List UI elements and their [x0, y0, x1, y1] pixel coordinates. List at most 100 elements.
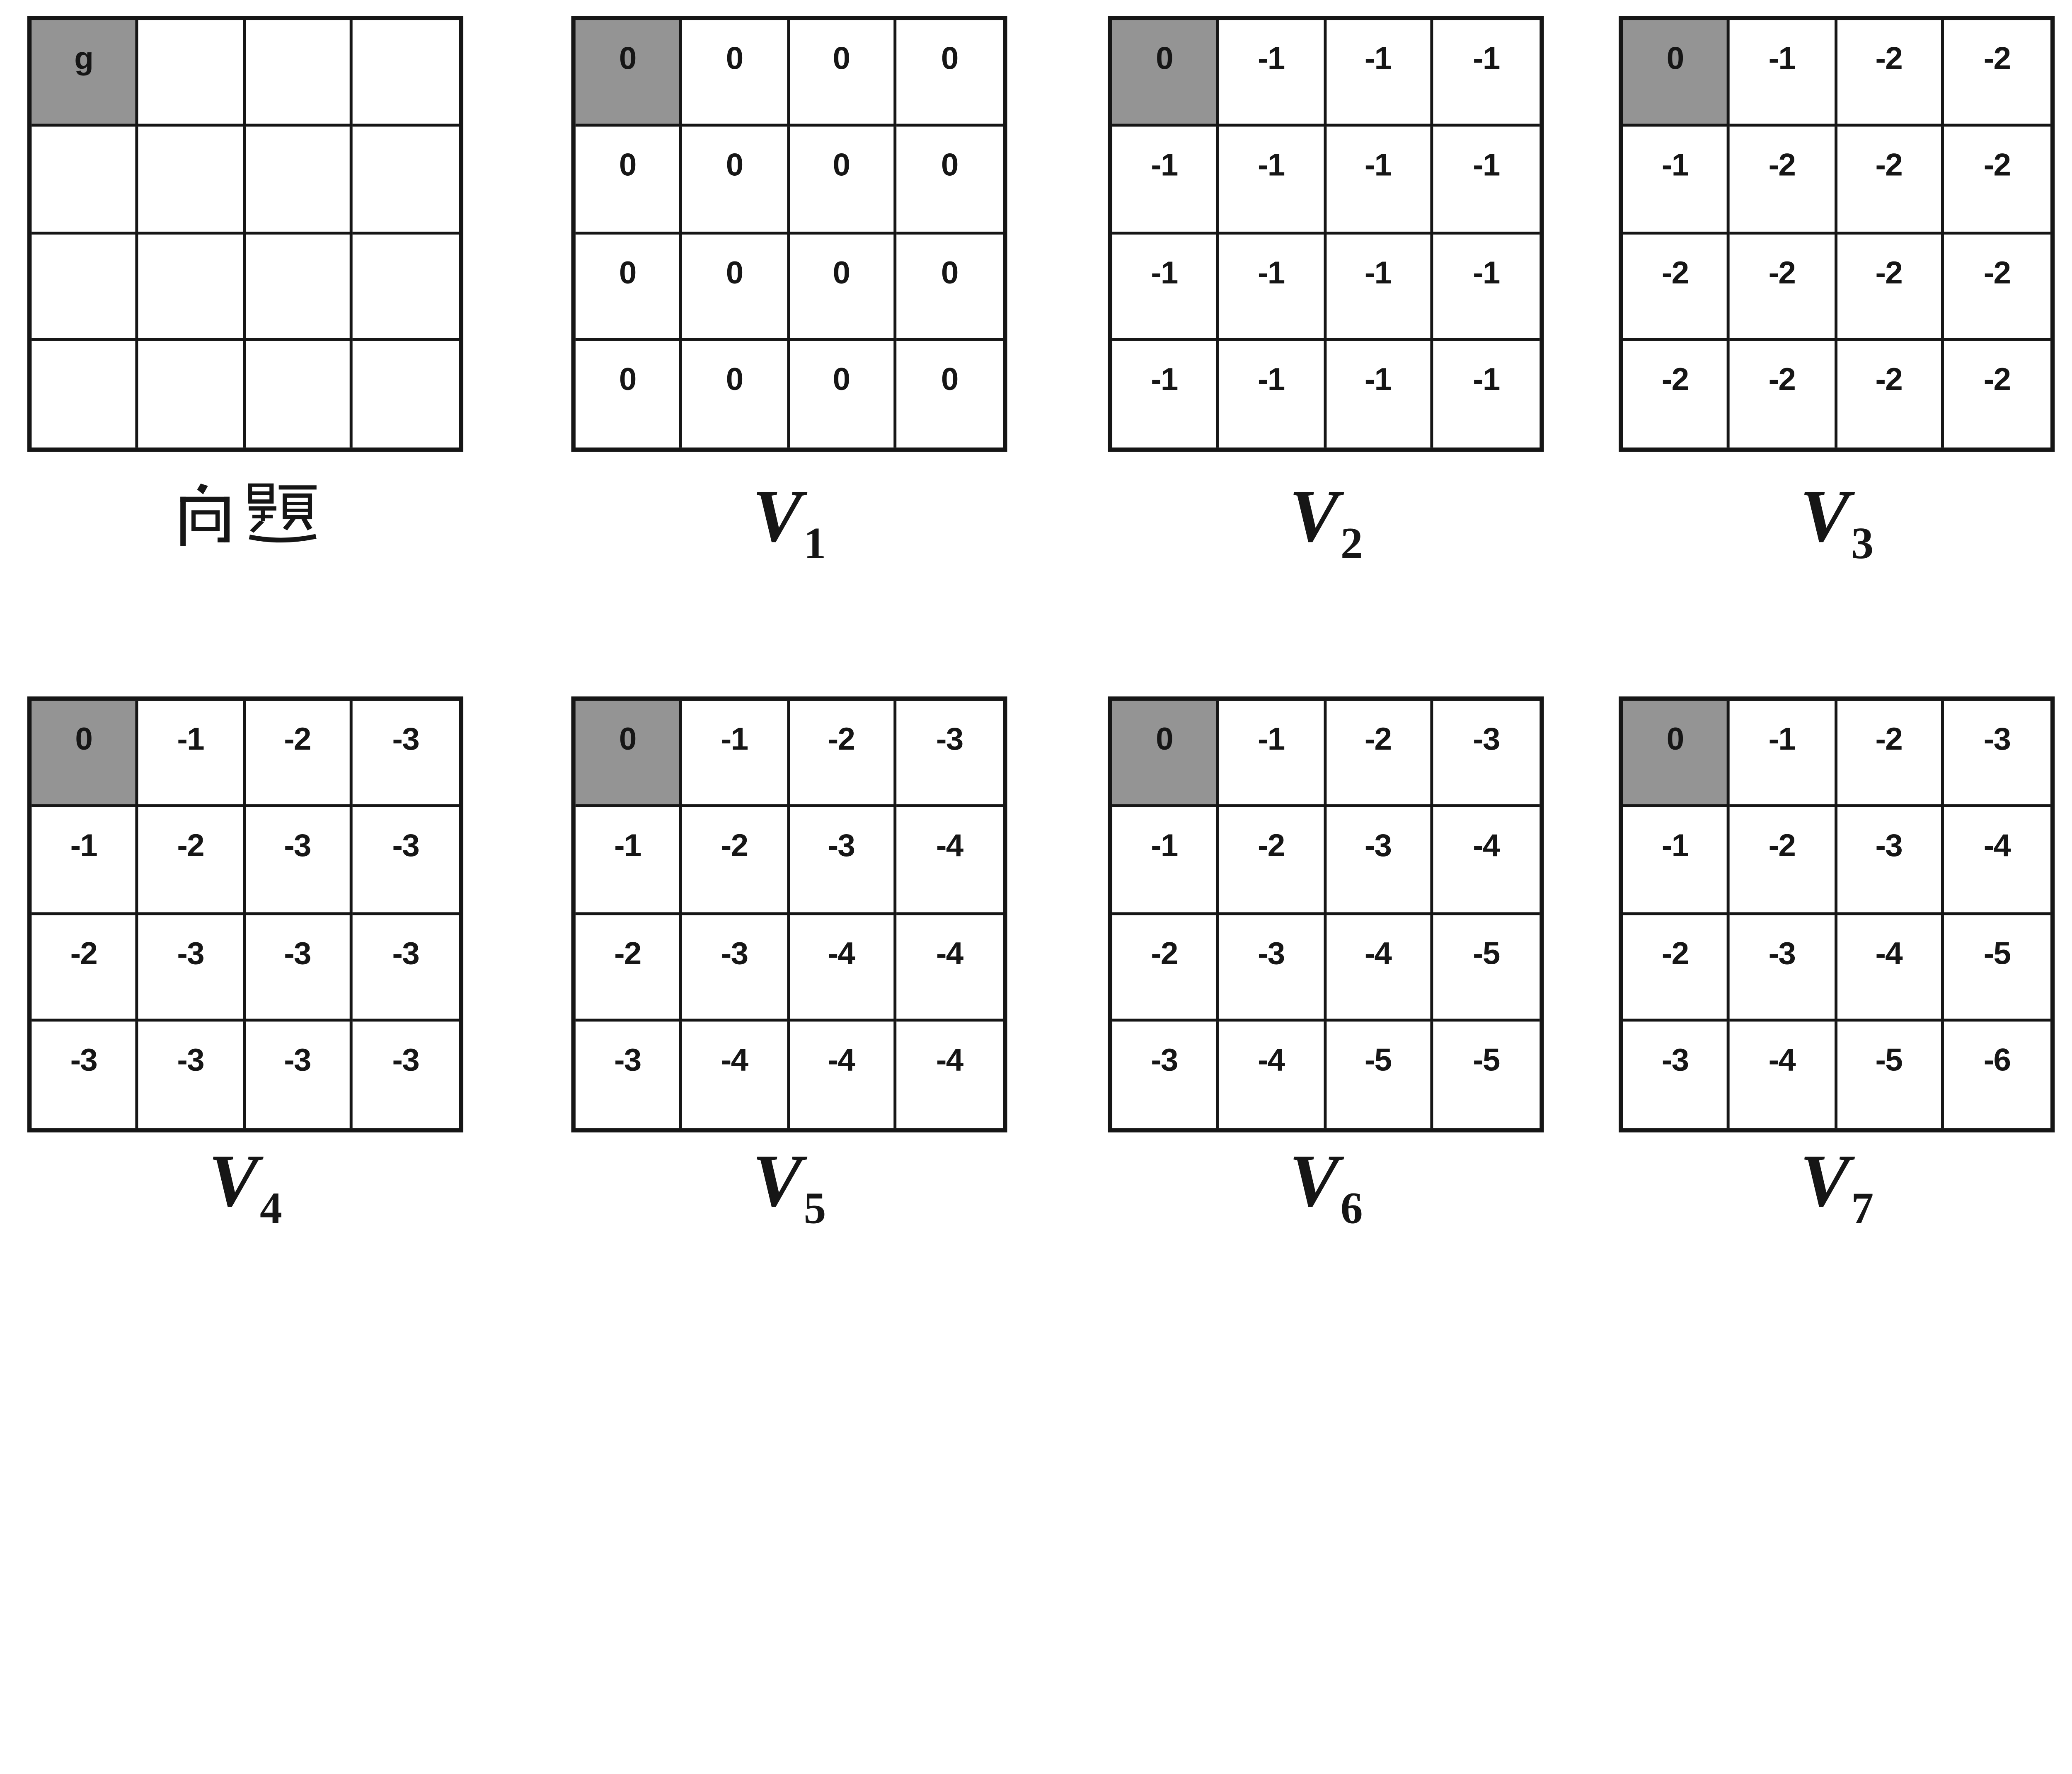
- grid-cell: -4: [789, 1021, 896, 1128]
- grid-cell: -4: [1944, 808, 2050, 915]
- grid-cell: -2: [1837, 700, 1944, 808]
- panel-caption: 问题: [175, 481, 316, 567]
- grid-cell: -1: [31, 807, 139, 915]
- caption-symbol: V: [1800, 476, 1850, 559]
- grid-cell: -1: [1112, 234, 1219, 341]
- grid-cell: -1: [1219, 341, 1326, 448]
- gridworld-grid: 0-1-2-3-1-2-3-4-2-3-4-5-3-4-5-5: [1108, 696, 1544, 1133]
- caption-symbol: V: [752, 1141, 803, 1223]
- grid-cell: [245, 20, 352, 127]
- grid-cell: [138, 341, 246, 448]
- grid-cell: -4: [1730, 1021, 1837, 1128]
- grid-cell: 0: [575, 234, 683, 341]
- goal-cell: 0: [31, 700, 139, 808]
- grid-cell: [31, 234, 139, 341]
- grid-cell: -2: [1730, 341, 1837, 448]
- grid-cell: -2: [1944, 127, 2050, 234]
- grid-cell: -2: [1944, 234, 2050, 341]
- grid-cell: [245, 127, 352, 234]
- grid-cell: [138, 234, 246, 341]
- grid-cell: 0: [576, 341, 683, 448]
- grid-cell: -3: [352, 915, 459, 1021]
- grid-panel-v4: 0-1-2-3-1-2-3-3-2-3-3-3-3-3-3-3 V 4: [27, 696, 464, 1232]
- grid-cell: [138, 127, 246, 234]
- grid-cell: -3: [1112, 1021, 1219, 1128]
- grid-panel-v3: 0-1-2-2-1-2-2-2-2-2-2-2-2-2-2-2 V 3: [1619, 16, 2055, 567]
- grid-cell: -2: [1623, 341, 1730, 448]
- grid-cell: 0: [789, 234, 896, 341]
- grid-cell: -4: [1326, 914, 1433, 1021]
- grid-cell: -4: [1837, 914, 1944, 1021]
- grid-cell: [352, 341, 459, 448]
- grid-panel-v7: 0-1-2-3-1-2-3-4-2-3-4-5-3-4-5-6 V 7: [1619, 696, 2055, 1232]
- grid-cell: -1: [1112, 341, 1219, 448]
- grid-cell: -1: [1326, 234, 1433, 341]
- grid-cell: -1: [1433, 127, 1540, 234]
- goal-cell: g: [31, 20, 139, 127]
- caption-symbol: V: [208, 1141, 259, 1223]
- grid-cell: 0: [682, 127, 789, 234]
- grid-cell: -3: [1730, 914, 1837, 1021]
- grid-cell: [352, 127, 459, 234]
- grid-cell: -2: [31, 914, 139, 1021]
- grid-cell: -3: [576, 1021, 683, 1128]
- grid-cell: 0: [789, 20, 896, 127]
- grid-cell: [352, 234, 459, 341]
- grid-cell: -4: [896, 915, 1003, 1021]
- grid-cell: -3: [245, 914, 352, 1021]
- grid-cell: 0: [789, 127, 896, 234]
- grid-cell: 0: [789, 341, 896, 448]
- wenti-caption-glyph: [179, 483, 316, 546]
- grid-cell: [31, 341, 139, 448]
- grid-cell: -3: [1326, 807, 1433, 915]
- grid-cell: -1: [1730, 700, 1837, 808]
- figure-canvas: g 问题: [27, 16, 2055, 1232]
- grid-cell: [245, 341, 352, 448]
- grid-cell: -5: [1837, 1021, 1944, 1128]
- panel-caption: V 1: [753, 480, 826, 569]
- grid-cell: -3: [245, 807, 352, 915]
- grid-cell: -4: [936, 1041, 963, 1077]
- grid-cell: -2: [138, 807, 246, 915]
- grid-cell: -2: [575, 914, 683, 1021]
- grid-cell: -2: [1730, 234, 1837, 341]
- panel-caption: V 7: [1800, 1145, 1874, 1232]
- caption-symbol: V: [1800, 1141, 1850, 1223]
- grid-cell: -1: [1433, 20, 1540, 127]
- grid-cell: -2: [1983, 361, 2011, 397]
- grid-cell: -3: [138, 914, 246, 1021]
- caption-subscript: 3: [1851, 518, 1874, 569]
- caption-subscript: 7: [1851, 1183, 1874, 1232]
- caption-text: 问题: [244, 481, 246, 482]
- panel-caption: V 5: [753, 1145, 826, 1232]
- grid-cell: [245, 234, 352, 341]
- grid-cell: 0: [896, 127, 1003, 234]
- grid-cell: -2: [1219, 807, 1326, 915]
- grid-cell: -5: [1944, 915, 2050, 1021]
- grid-cell: -4: [1219, 1021, 1326, 1128]
- grid-cell: -1: [138, 700, 246, 808]
- grid-cell: -3: [392, 1041, 420, 1077]
- grid-cell: -1: [1326, 127, 1433, 234]
- gridworld-grid: 0-1-1-1-1-1-1-1-1-1-1-1-1-1-1-1: [1108, 16, 1544, 452]
- grid-cell: 0: [896, 234, 1003, 341]
- caption-subscript: 4: [260, 1183, 282, 1232]
- caption-subscript: 1: [804, 518, 826, 569]
- panel-caption: V 4: [208, 1145, 282, 1232]
- grid-cell: -1: [1473, 361, 1500, 397]
- grid-cell: -1: [575, 807, 683, 915]
- grid-cell: -1: [1623, 127, 1730, 234]
- grid-cell: -3: [896, 701, 1003, 808]
- grid-cell: -6: [1983, 1041, 2011, 1077]
- grid-cell: -5: [1433, 915, 1540, 1021]
- grid-cell: -1: [1112, 127, 1219, 234]
- grid-cell: 0: [941, 361, 959, 397]
- caption-subscript: 2: [1340, 518, 1363, 569]
- grid-cell: -1: [1219, 127, 1326, 234]
- gridworld-grid: 0-1-2-2-1-2-2-2-2-2-2-2-2-2-2-2: [1619, 16, 2055, 452]
- grid-cell: -1: [1326, 341, 1433, 448]
- goal-cell: 0: [1112, 700, 1219, 808]
- grid-cell: 0: [682, 234, 789, 341]
